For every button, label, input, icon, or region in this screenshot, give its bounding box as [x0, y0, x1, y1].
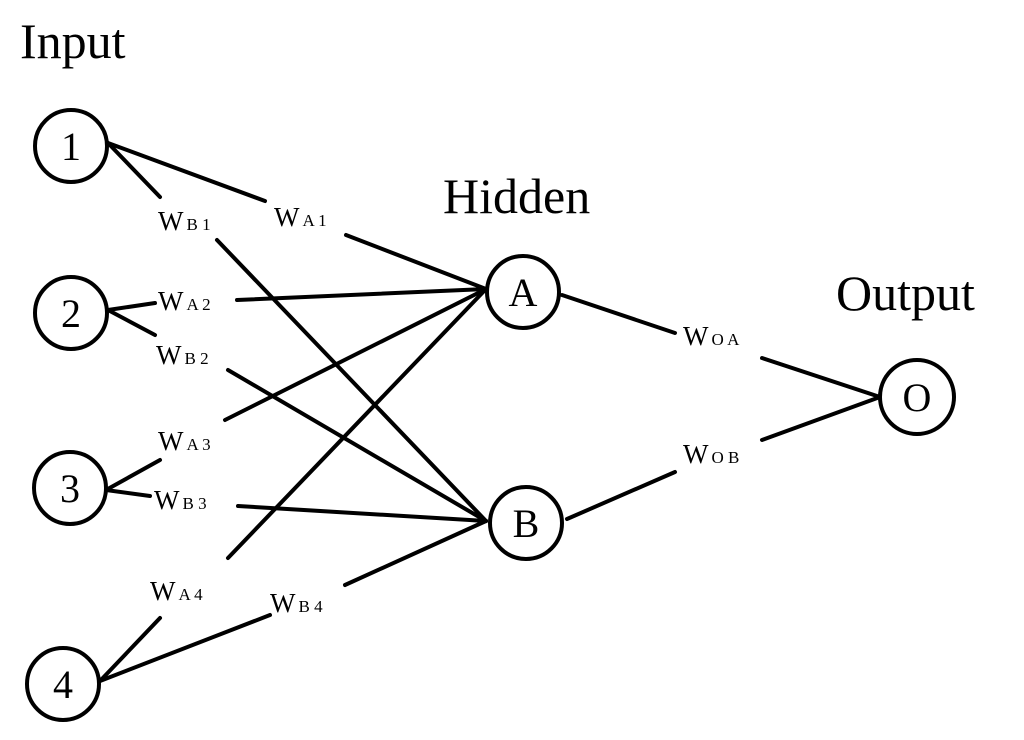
edge-b-o: [760, 395, 882, 442]
edge-1-b: [106, 141, 162, 199]
hidden-node-a: A: [485, 254, 561, 330]
hidden-node-b: B: [488, 485, 564, 561]
input-node-4: 4: [25, 646, 101, 722]
edge-4-b: [98, 613, 272, 683]
edge-3-b: [236, 504, 488, 523]
edge-4-b: [343, 519, 488, 587]
connections: [98, 141, 882, 683]
output-node-o: O: [878, 358, 956, 436]
input-node-1: 1: [33, 108, 109, 184]
input-node-label: 3: [60, 466, 80, 511]
edge-b-o: [565, 470, 677, 521]
hidden-layer-title: Hidden: [443, 168, 590, 224]
edge-a-o: [560, 293, 677, 335]
edge-2-a: [106, 301, 157, 312]
edge-3-a: [104, 458, 162, 492]
input-layer-title: Input: [20, 13, 126, 69]
output-node-label: O: [903, 375, 932, 420]
input-node-label: 2: [61, 291, 81, 336]
edge-2-b: [106, 308, 157, 337]
edge-a-o: [760, 356, 882, 399]
input-node-label: 1: [61, 124, 81, 169]
hidden-node-label: B: [513, 501, 540, 546]
hidden-node-label: A: [509, 270, 538, 315]
output-layer-title: Output: [836, 265, 975, 321]
edge-1-a: [106, 141, 267, 203]
edge-1-a: [344, 233, 488, 291]
edge-2-a: [235, 287, 488, 302]
input-node-label: 4: [53, 662, 73, 707]
edge-4-a: [98, 616, 162, 683]
edge-3-b: [104, 488, 152, 498]
edge-4-a: [226, 287, 488, 560]
edge-2-b: [226, 368, 488, 523]
edge-3-a: [223, 287, 488, 422]
input-node-3: 3: [32, 450, 108, 526]
edge-1-b: [215, 238, 488, 523]
input-node-2: 2: [33, 275, 109, 351]
